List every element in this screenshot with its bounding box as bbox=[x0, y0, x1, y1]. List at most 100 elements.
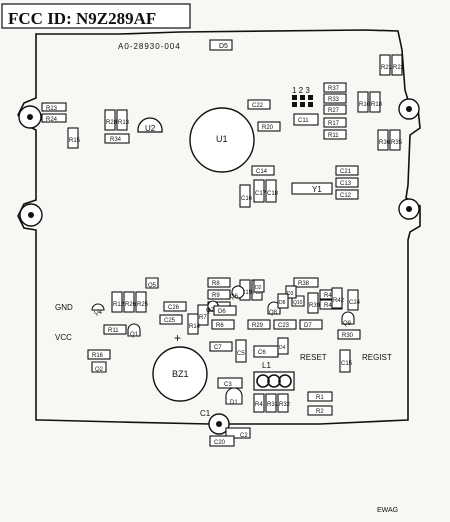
svg-text:R26: R26 bbox=[125, 302, 137, 308]
svg-text:D2: D2 bbox=[255, 285, 262, 291]
component-r25: R25 bbox=[135, 291, 149, 313]
component-r2: R2 bbox=[307, 405, 333, 416]
fcc-header-box bbox=[1, 3, 191, 29]
component-c17: C17 bbox=[253, 179, 267, 203]
component-r8: R8 bbox=[207, 277, 231, 288]
component-r26: R26 bbox=[123, 291, 137, 313]
component-r33: R33 bbox=[323, 93, 347, 104]
svg-text:R42: R42 bbox=[333, 298, 345, 304]
component-r39: R39 bbox=[307, 292, 321, 314]
component-r42: R42 bbox=[331, 287, 345, 309]
component-r30: R30 bbox=[337, 329, 361, 340]
svg-text:C18: C18 bbox=[267, 191, 279, 197]
svg-text:C5: C5 bbox=[237, 351, 245, 357]
component-r15: R15 bbox=[67, 127, 81, 149]
component-d2: D2 bbox=[253, 279, 265, 293]
svg-text:Q2: Q2 bbox=[95, 367, 104, 373]
svg-text:R22: R22 bbox=[393, 65, 405, 71]
component-r28: R28 bbox=[104, 109, 118, 131]
component-c5: C5 bbox=[235, 339, 247, 363]
svg-text:C23: C23 bbox=[278, 323, 290, 329]
svg-text:C16: C16 bbox=[241, 196, 253, 202]
svg-text:Q4: Q4 bbox=[94, 310, 103, 316]
svg-text:C1: C1 bbox=[200, 409, 211, 418]
svg-text:D7: D7 bbox=[304, 323, 312, 329]
svg-text:R14: R14 bbox=[189, 324, 201, 330]
svg-text:R31: R31 bbox=[267, 402, 279, 408]
component-r9: R9 bbox=[207, 289, 231, 300]
svg-text:R23: R23 bbox=[46, 106, 58, 112]
regist-label: REGIST bbox=[362, 353, 392, 362]
svg-text:R11: R11 bbox=[328, 133, 339, 139]
component-r20: R20 bbox=[257, 121, 281, 132]
component-r14: R14 bbox=[187, 313, 201, 335]
svg-text:R36: R36 bbox=[379, 140, 391, 146]
svg-text:R12: R12 bbox=[113, 302, 125, 308]
svg-text:Q5: Q5 bbox=[148, 283, 157, 289]
component-r18: R18 bbox=[369, 91, 383, 113]
svg-text:C7: C7 bbox=[214, 345, 222, 351]
svg-text:BZ1: BZ1 bbox=[172, 369, 189, 379]
component-d3: D3 bbox=[285, 285, 297, 299]
mount-hole-left-mid bbox=[19, 203, 43, 227]
board-part-number: A0-28930-004 bbox=[118, 42, 181, 51]
component-c21: C21 bbox=[335, 165, 359, 176]
component-r17: R17 bbox=[323, 117, 347, 128]
component-r37: R37 bbox=[323, 82, 347, 93]
svg-text:C20: C20 bbox=[214, 440, 226, 446]
component-q4: Q4 bbox=[91, 303, 105, 316]
svg-text:D3: D3 bbox=[287, 291, 294, 297]
component-c16: C16 bbox=[239, 184, 253, 208]
mount-hole-right-mid bbox=[398, 198, 420, 220]
svg-text:R39: R39 bbox=[309, 303, 321, 309]
svg-text:R41: R41 bbox=[324, 303, 336, 309]
svg-text:Q9: Q9 bbox=[343, 321, 352, 327]
svg-text:R6: R6 bbox=[216, 323, 224, 329]
svg-text:Q10: Q10 bbox=[293, 300, 303, 306]
gnd-label: GND bbox=[55, 303, 73, 312]
component-r10: R10 bbox=[357, 91, 371, 113]
svg-text:+: + bbox=[174, 331, 181, 345]
component-r31: R31 bbox=[265, 393, 279, 413]
component-r34: R34 bbox=[104, 133, 130, 144]
mount-hole-left-top bbox=[18, 105, 42, 129]
svg-text:R10: R10 bbox=[359, 102, 371, 108]
component-r35: R35 bbox=[389, 129, 403, 151]
component-y1: Y1 bbox=[291, 182, 333, 195]
component-r11b: R11 bbox=[103, 324, 127, 335]
svg-text:C13: C13 bbox=[340, 181, 352, 187]
svg-text:R29: R29 bbox=[252, 323, 264, 329]
svg-text:R18: R18 bbox=[371, 102, 383, 108]
svg-text:R21: R21 bbox=[381, 65, 393, 71]
svg-text:C12: C12 bbox=[340, 193, 352, 199]
svg-text:R24: R24 bbox=[46, 117, 58, 123]
svg-text:C11: C11 bbox=[298, 118, 309, 124]
corner-mark: EWAG bbox=[377, 507, 398, 514]
component-c1: C1 bbox=[200, 409, 230, 435]
svg-text:R25: R25 bbox=[137, 302, 149, 308]
component-c20: C20 bbox=[209, 435, 235, 447]
svg-text:C17: C17 bbox=[255, 191, 267, 197]
vcc-label: VCC bbox=[55, 333, 72, 342]
component-d8: D8 bbox=[277, 293, 289, 309]
reset-label: RESET bbox=[300, 353, 327, 362]
svg-text:R27: R27 bbox=[328, 108, 340, 114]
svg-text:C3: C3 bbox=[224, 382, 232, 388]
component-c23: C23 bbox=[273, 319, 297, 330]
svg-text:Q6: Q6 bbox=[230, 294, 239, 300]
svg-text:R17: R17 bbox=[328, 121, 340, 127]
svg-text:R15: R15 bbox=[69, 138, 81, 144]
component-u1: U1 bbox=[189, 107, 255, 173]
svg-text:R4: R4 bbox=[255, 402, 263, 408]
component-r21: R21 bbox=[379, 54, 393, 76]
svg-text:R11: R11 bbox=[108, 328, 119, 334]
component-c15: C15 bbox=[339, 349, 353, 373]
svg-text:R16: R16 bbox=[92, 353, 104, 359]
svg-text:C21: C21 bbox=[340, 169, 352, 175]
component-c22: C22 bbox=[247, 99, 271, 110]
jumper-numbers: 1 2 3 bbox=[292, 86, 310, 95]
component-r23: R23 bbox=[41, 102, 67, 112]
svg-text:R8: R8 bbox=[212, 281, 220, 287]
component-c25: C25 bbox=[159, 314, 183, 325]
